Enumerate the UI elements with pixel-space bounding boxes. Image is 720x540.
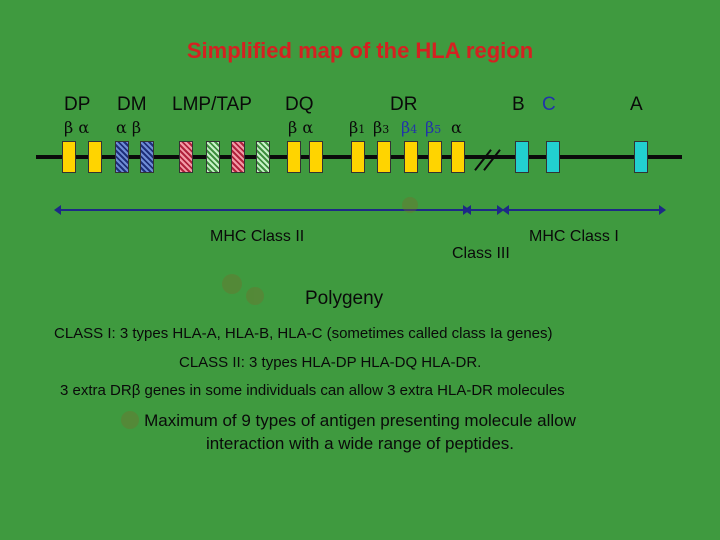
gene-dp-alpha xyxy=(88,141,102,173)
subunit-dr-b3: β3 xyxy=(373,118,390,137)
subunits-dp: β α xyxy=(64,118,90,137)
gene-dr-beta4 xyxy=(404,141,418,173)
class2-description: CLASS II: 3 types HLA-DP HLA-DQ HLA-DR. xyxy=(179,354,482,371)
gene-dr-beta3 xyxy=(377,141,391,173)
break-mark-2 xyxy=(483,149,501,171)
summary-line-1: Maximum of 9 types of antigen presenting… xyxy=(144,411,576,430)
diagram-title: Simplified map of the HLA region xyxy=(186,38,534,63)
class1-description: CLASS I: 3 types HLA-A, HLA-B, HLA-C (so… xyxy=(54,325,553,342)
gene-lmp-1 xyxy=(179,141,193,173)
gene-dq-beta xyxy=(287,141,301,173)
label-dm: DM xyxy=(117,94,147,115)
label-mhc-class1: MHC Class I xyxy=(529,228,619,245)
gene-a xyxy=(634,141,648,173)
label-lmp-tap: LMP/TAP xyxy=(172,94,252,115)
gene-dr-alpha xyxy=(451,141,465,173)
gene-c xyxy=(546,141,560,173)
label-b: B xyxy=(512,94,525,115)
gene-dq-alpha xyxy=(309,141,323,173)
polygeny-heading: Polygeny xyxy=(305,288,384,309)
subunit-dr-b4: β4 xyxy=(401,118,418,137)
range-class3-arrow xyxy=(464,205,504,215)
gene-dm-beta xyxy=(140,141,154,173)
range-class2-arrow xyxy=(54,205,470,215)
label-dq: DQ xyxy=(285,94,314,115)
summary-line-2: interaction with a wide range of peptide… xyxy=(205,434,515,453)
gene-dp-beta xyxy=(62,141,76,173)
extra-drb-description: 3 extra DRβ genes in some individuals ca… xyxy=(60,382,565,399)
range-class1-arrow xyxy=(502,205,666,215)
gene-b xyxy=(515,141,529,173)
subunit-dr-a: α xyxy=(451,118,462,137)
subunit-dr-b5: β5 xyxy=(425,118,442,137)
label-class3: Class III xyxy=(452,245,510,262)
subunits-dq: β α xyxy=(288,118,314,137)
label-dr: DR xyxy=(390,94,418,115)
gene-tap-2 xyxy=(256,141,270,173)
label-c: C xyxy=(542,94,556,115)
gene-dm-alpha xyxy=(115,141,129,173)
label-a: A xyxy=(630,94,643,115)
gene-dr-beta5 xyxy=(428,141,442,173)
subunit-dr-b1: β1 xyxy=(349,118,366,137)
label-mhc-class2: MHC Class II xyxy=(210,228,305,245)
label-dp: DP xyxy=(64,94,91,115)
subunits-dm: α β xyxy=(116,118,142,137)
gene-lmp-2 xyxy=(231,141,245,173)
gene-dr-beta1 xyxy=(351,141,365,173)
gene-tap-1 xyxy=(206,141,220,173)
